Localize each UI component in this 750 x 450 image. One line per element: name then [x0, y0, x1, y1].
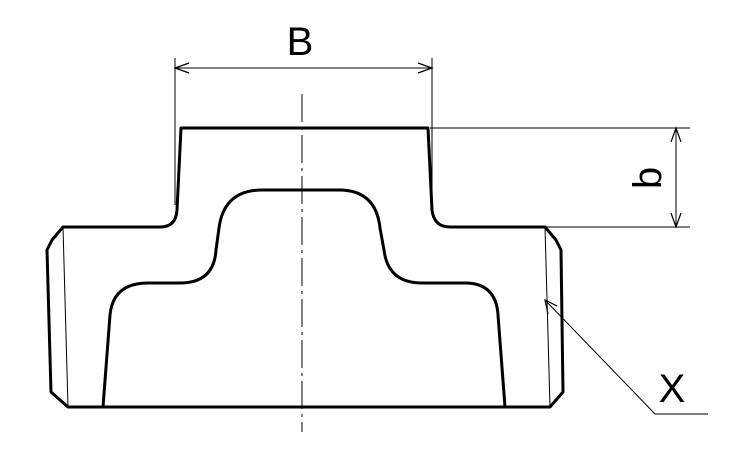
dim-b-arrow-top	[670, 126, 682, 143]
leader-X	[544, 299, 708, 415]
leader-X-arrow	[544, 298, 558, 315]
chamfer-line-right	[544, 226, 551, 408]
dim-B-label: B	[287, 20, 314, 64]
dim-b-label: b	[626, 167, 670, 189]
dim-B-arrow-right	[417, 62, 434, 74]
dim-B-arrow-left	[173, 62, 190, 74]
outer-profile	[45, 126, 565, 409]
chamfer-line-left	[62, 226, 69, 408]
label-X: X	[659, 367, 686, 411]
inner-profile	[101, 188, 507, 409]
dim-b-arrow-bottom	[670, 212, 682, 229]
